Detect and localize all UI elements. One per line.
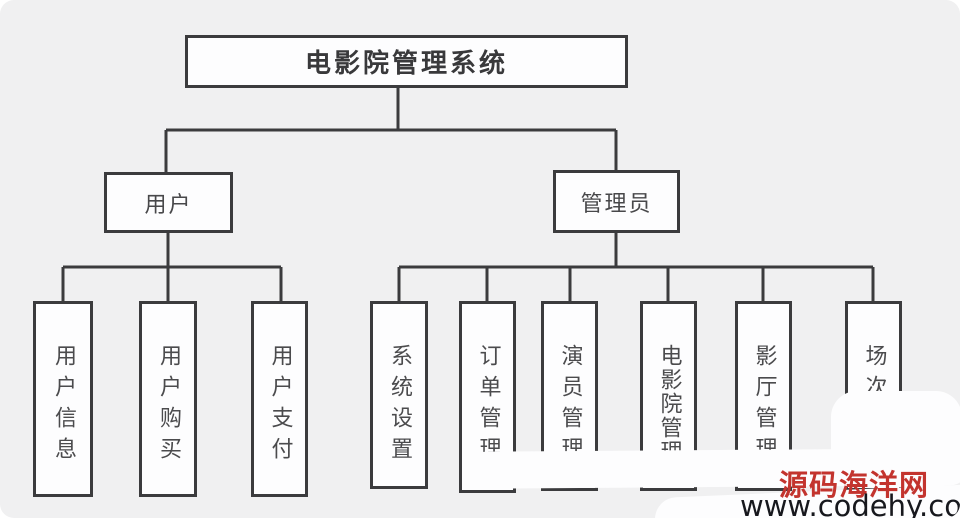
box-user-info: 用户信息 [33,301,93,497]
system-settings-label: 系统设置 [387,344,412,468]
box-user-purchase: 用户购买 [139,301,197,497]
user-info-label: 用户信息 [51,344,76,468]
user-payment-label: 用户支付 [267,344,293,468]
box-user: 用户 [104,172,233,233]
user-label: 用户 [144,192,193,218]
watermark-site-url: www.codehy.com [740,489,960,518]
box-root-system: 电影院管理系统 [185,35,628,88]
order-management-label: 订单管理 [475,344,501,468]
watermark-site-name: 源码海洋网 [779,468,930,502]
user-purchase-label: 用户购买 [156,344,181,468]
box-user-payment: 用户支付 [251,301,308,497]
box-system-settings: 系统设置 [370,301,428,489]
cinema-management-label: 电影院管理 [656,344,682,464]
admin-label: 管理员 [580,191,653,217]
eraser-patch-blob [831,391,960,487]
box-admin: 管理员 [553,170,680,233]
actor-management-label: 演员管理 [557,344,583,468]
root-system-label: 电影院管理系统 [304,49,508,79]
hall-management-label: 影厅管理 [751,344,777,468]
